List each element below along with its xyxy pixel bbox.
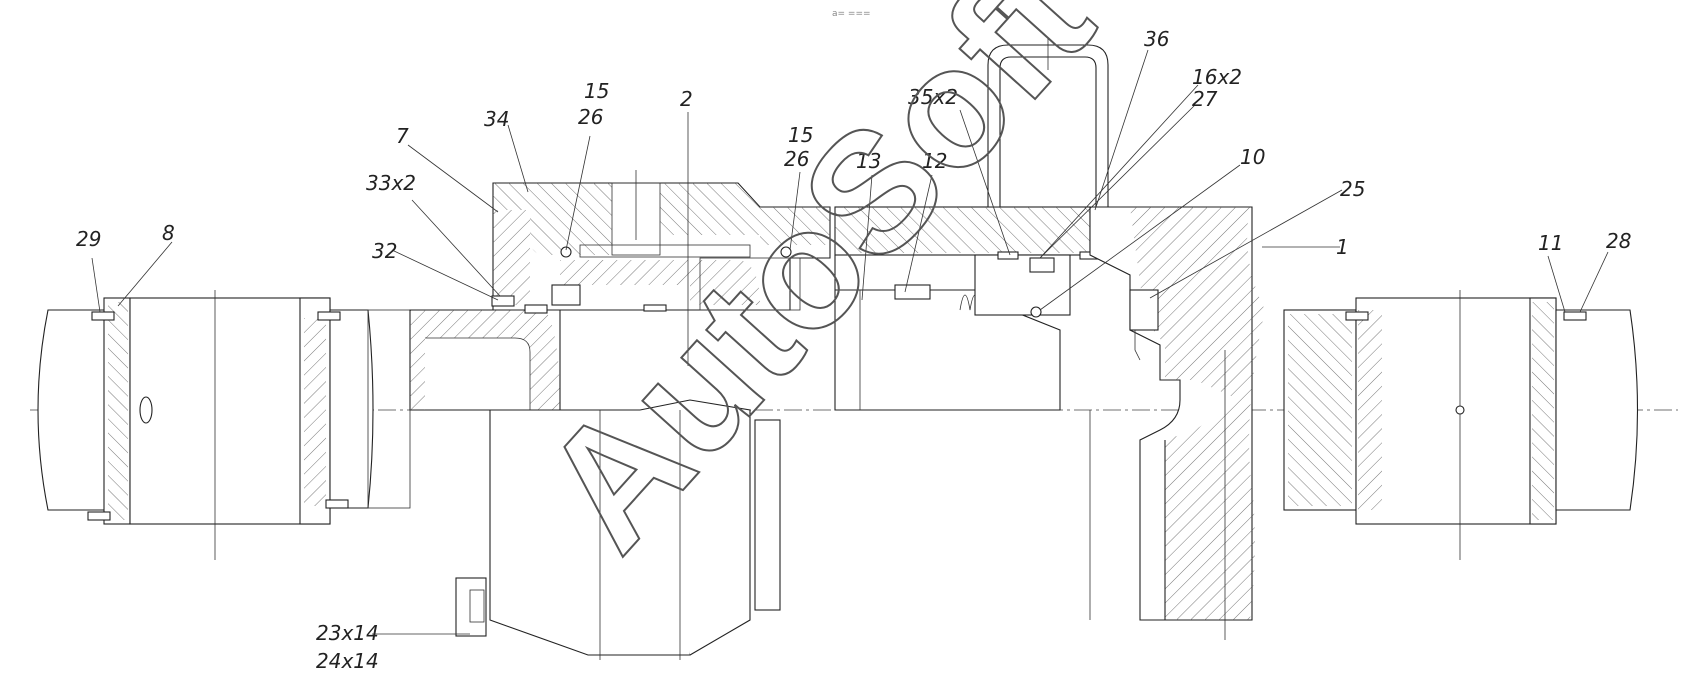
callout-25: 25 [1340,177,1365,201]
callout-26-lower: 26 [784,147,809,171]
callout-10: 10 [1240,145,1265,169]
callout-2: 2 [680,87,693,111]
left-flange [37,290,331,560]
callout-13: 13 [856,149,881,173]
callout-24x14: 24x14 [316,649,379,673]
header-mark: a= === [832,9,871,19]
right-flange [1283,290,1639,560]
callout-11: 11 [1538,231,1563,255]
callout-32: 32 [372,239,397,263]
callout-labels: 29 8 32 33x2 7 34 15 26 2 15 26 13 12 35… [76,27,1631,673]
callout-23x14: 23x14 [316,621,379,645]
callout-8: 8 [162,221,175,245]
callout-35x2: 35x2 [908,85,958,109]
callout-15-lower: 15 [788,123,813,147]
central-section [834,206,1101,411]
callout-12: 12 [922,149,947,173]
callout-7: 7 [396,124,409,148]
callout-34: 34 [484,107,509,131]
callout-1: 1 [1336,235,1349,259]
housing-left [409,309,781,660]
callout-16x2: 16x2 [1192,65,1242,89]
callout-29: 29 [76,227,101,251]
callout-33x2: 33x2 [366,171,416,195]
callout-36: 36 [1144,27,1169,51]
housing-right [1089,206,1265,640]
callout-28: 28 [1606,229,1631,253]
callout-15-upper: 15 [584,79,609,103]
top-block [491,170,831,314]
left-coupling [299,297,411,525]
callout-27: 27 [1192,87,1218,111]
callout-26-upper: 26 [578,105,603,129]
leader-lines [91,49,1609,635]
